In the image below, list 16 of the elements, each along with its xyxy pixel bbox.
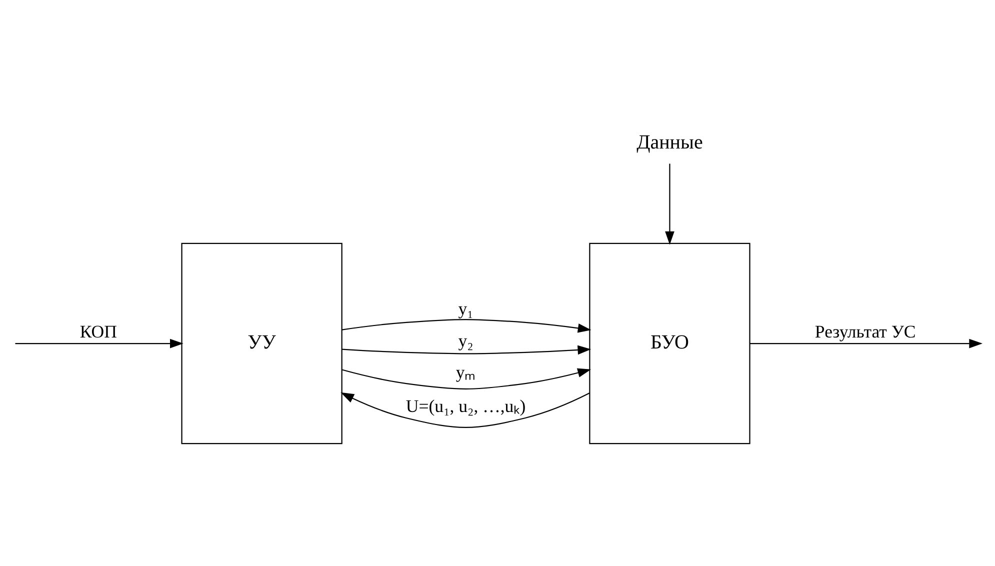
edge-label: Результат УС [814, 321, 916, 342]
edge-label: y₂ [458, 330, 473, 350]
edge-label: КОП [79, 321, 116, 342]
arrow [342, 344, 591, 354]
node-box: УУ [180, 242, 342, 444]
arrow [14, 338, 183, 348]
edge-label: yₘ [455, 361, 476, 382]
node-box: БУО [588, 242, 750, 444]
arrow [341, 368, 591, 389]
arrow [341, 318, 591, 332]
edge-label: y₁ [458, 298, 473, 318]
node-text: Данные [636, 130, 702, 153]
edge-label: U=(u₁, u₂, …,uₖ) [405, 396, 526, 416]
arrow [749, 338, 982, 348]
arrow [340, 392, 590, 428]
arrow [664, 163, 674, 244]
